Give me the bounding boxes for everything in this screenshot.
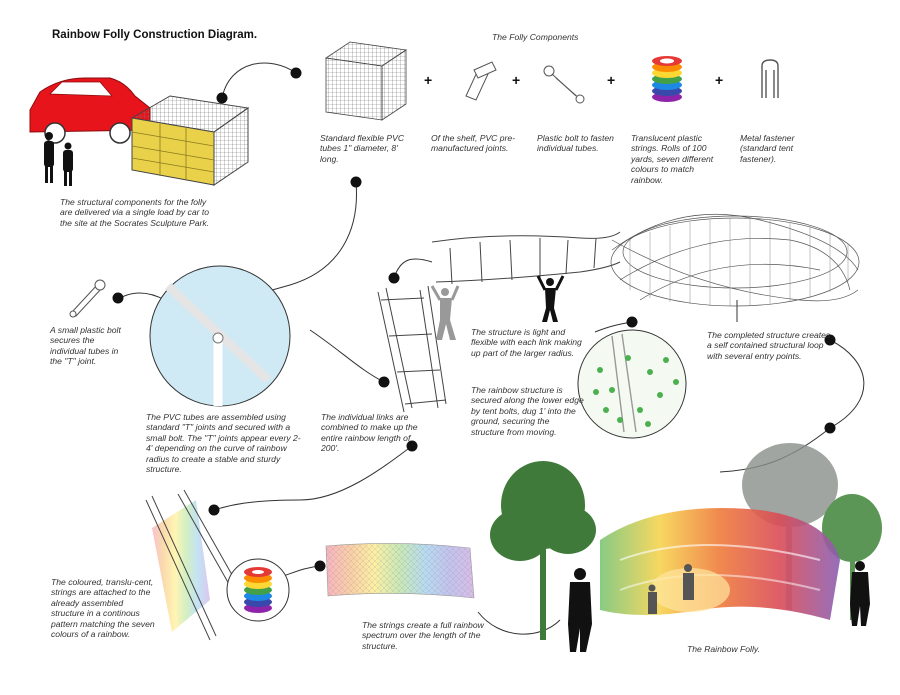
component-label-fastener: Metal fastener (standard tent fastener). bbox=[740, 133, 795, 164]
component-label-strings: Translucent plastic strings. Rolls of 10… bbox=[631, 133, 714, 185]
pvc-tube-stack-icon bbox=[324, 41, 408, 121]
rainbow-roll-icon bbox=[226, 558, 290, 622]
step-links-text: The individual links are combined to mak… bbox=[321, 412, 418, 454]
step-completed-text: The completed structure creates a self c… bbox=[707, 330, 831, 361]
plus-sign: + bbox=[715, 72, 724, 88]
final-caption: The Rainbow Folly. bbox=[687, 644, 760, 654]
pvc-joint-icon bbox=[465, 61, 497, 101]
ground-detail-circle bbox=[577, 329, 687, 439]
link-ladder bbox=[377, 285, 447, 413]
small-bolt-icon bbox=[69, 279, 106, 318]
coloured-panel bbox=[145, 489, 245, 641]
step-assembly-text: The PVC tubes are assembled using standa… bbox=[146, 412, 301, 475]
plastic-bolt-icon bbox=[543, 65, 585, 104]
step-spectrum-text: The strings create a full rainbow spectr… bbox=[362, 620, 484, 651]
rainbow-spectrum-strip bbox=[325, 543, 475, 599]
wireframe-structure bbox=[610, 213, 860, 307]
people-silhouettes bbox=[44, 132, 73, 186]
step-delivery-text: The structural components for the folly … bbox=[60, 197, 210, 228]
delivery-pallet bbox=[130, 95, 250, 186]
page-title: Rainbow Folly Construction Diagram. bbox=[52, 29, 258, 41]
plus-sign: + bbox=[607, 72, 616, 88]
component-label-pvc: Standard flexible PVC tubes 1" diameter,… bbox=[320, 133, 405, 164]
joint-detail-circle bbox=[149, 265, 291, 407]
plus-sign: + bbox=[424, 72, 433, 88]
rainbow-string-rolls-icon bbox=[652, 56, 682, 102]
step-strings-attached-text: The coloured, translu-cent, strings are … bbox=[51, 577, 155, 640]
component-label-joint: Of the shelf, PVC pre-manufactured joint… bbox=[431, 133, 516, 154]
component-label-bolt: Plastic bolt to fasten individual tubes. bbox=[537, 133, 614, 154]
figure-black bbox=[536, 275, 565, 322]
final-folly-scene bbox=[490, 443, 882, 652]
figure-grey bbox=[430, 285, 460, 340]
car-illustration bbox=[29, 77, 151, 144]
step-light-text: The structure is light and flexible with… bbox=[471, 327, 582, 358]
plus-sign: + bbox=[512, 72, 521, 88]
step-bolt-text: A small plastic bolt secures the individ… bbox=[50, 325, 121, 367]
flexible-link-band bbox=[431, 231, 621, 285]
components-heading: The Folly Components bbox=[492, 32, 579, 42]
step-secured-text: The rainbow structure is secured along t… bbox=[471, 385, 584, 437]
tent-fastener-icon bbox=[761, 59, 779, 98]
